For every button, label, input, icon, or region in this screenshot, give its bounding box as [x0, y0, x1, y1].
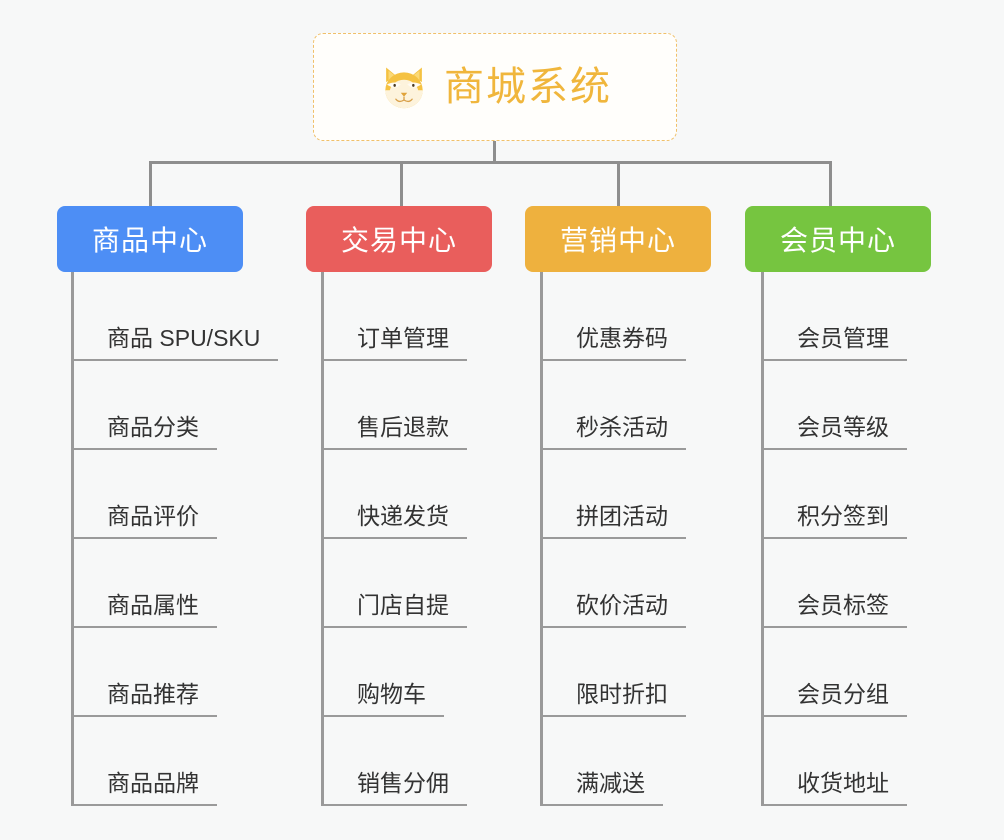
leaf-item[interactable]: 商品属性: [71, 539, 217, 628]
leaf-label: 会员管理: [761, 324, 907, 361]
leaf-label: 商品品牌: [71, 769, 217, 806]
leaf-label: 会员等级: [761, 413, 907, 450]
leaf-item[interactable]: 商品分类: [71, 361, 217, 450]
connector-drop-1: [149, 161, 152, 207]
branch-trunk-2: [321, 272, 324, 806]
leaf-item[interactable]: 商品推荐: [71, 628, 217, 717]
category-box-4[interactable]: 会员中心: [745, 206, 931, 272]
leaf-item[interactable]: 订单管理: [321, 272, 467, 361]
leaf-item[interactable]: 商品评价: [71, 450, 217, 539]
shiba-dog-emoji: [378, 61, 430, 113]
leaf-label: 商品分类: [71, 413, 217, 450]
leaf-item[interactable]: 满减送: [540, 717, 663, 806]
leaf-label: 满减送: [540, 769, 663, 806]
connector-drop-2: [400, 161, 403, 207]
leaf-label: 收货地址: [761, 769, 907, 806]
leaf-label: 积分签到: [761, 502, 907, 539]
leaf-item[interactable]: 限时折扣: [540, 628, 686, 717]
leaf-item[interactable]: 门店自提: [321, 539, 467, 628]
leaf-label: 商品评价: [71, 502, 217, 539]
category-label-1: 商品中心: [91, 225, 208, 256]
branch-trunk-1: [71, 272, 74, 806]
leaf-label: 售后退款: [321, 413, 467, 450]
branch-trunk-4: [761, 272, 764, 806]
leaf-item[interactable]: 拼团活动: [540, 450, 686, 539]
category-box-2[interactable]: 交易中心: [306, 206, 492, 272]
category-label-3: 营销中心: [559, 225, 676, 256]
connector-root-stem: [493, 141, 496, 164]
connector-drop-3: [617, 161, 620, 207]
leaf-item[interactable]: 商品品牌: [71, 717, 217, 806]
leaf-label: 商品属性: [71, 591, 217, 628]
leaf-item[interactable]: 会员管理: [761, 272, 907, 361]
leaf-label: 商品推荐: [71, 680, 217, 717]
leaf-item[interactable]: 会员等级: [761, 361, 907, 450]
leaf-label: 会员标签: [761, 591, 907, 628]
leaf-label: 订单管理: [321, 324, 467, 361]
category-label-4: 会员中心: [779, 225, 896, 256]
connector-drop-4: [829, 161, 832, 207]
root-label: 商城系统: [444, 65, 612, 109]
leaf-item[interactable]: 售后退款: [321, 361, 467, 450]
leaf-item[interactable]: 秒杀活动: [540, 361, 686, 450]
leaf-label: 商品 SPU/SKU: [71, 324, 279, 361]
leaf-item[interactable]: 会员标签: [761, 539, 907, 628]
leaf-item[interactable]: 砍价活动: [540, 539, 686, 628]
leaf-label: 会员分组: [761, 680, 907, 717]
leaf-item[interactable]: 积分签到: [761, 450, 907, 539]
leaf-item[interactable]: 购物车: [321, 628, 444, 717]
leaf-item[interactable]: 快递发货: [321, 450, 467, 539]
root-node[interactable]: 商城系统: [313, 33, 677, 141]
leaf-item[interactable]: 收货地址: [761, 717, 907, 806]
category-box-3[interactable]: 营销中心: [525, 206, 711, 272]
connector-bus: [149, 161, 832, 164]
branch-trunk-3: [540, 272, 543, 806]
leaf-label: 砍价活动: [540, 591, 686, 628]
leaf-label: 销售分佣: [321, 769, 467, 806]
leaf-label: 秒杀活动: [540, 413, 686, 450]
leaf-item[interactable]: 优惠券码: [540, 272, 686, 361]
leaf-item[interactable]: 会员分组: [761, 628, 907, 717]
leaf-item[interactable]: 销售分佣: [321, 717, 467, 806]
leaf-label: 门店自提: [321, 591, 467, 628]
leaf-label: 优惠券码: [540, 324, 686, 361]
category-label-2: 交易中心: [340, 225, 457, 256]
leaf-label: 购物车: [321, 680, 444, 717]
leaf-item[interactable]: 商品 SPU/SKU: [71, 272, 279, 361]
leaf-label: 拼团活动: [540, 502, 686, 539]
leaf-label: 快递发货: [321, 502, 467, 539]
leaf-label: 限时折扣: [540, 680, 686, 717]
category-box-1[interactable]: 商品中心: [57, 206, 243, 272]
